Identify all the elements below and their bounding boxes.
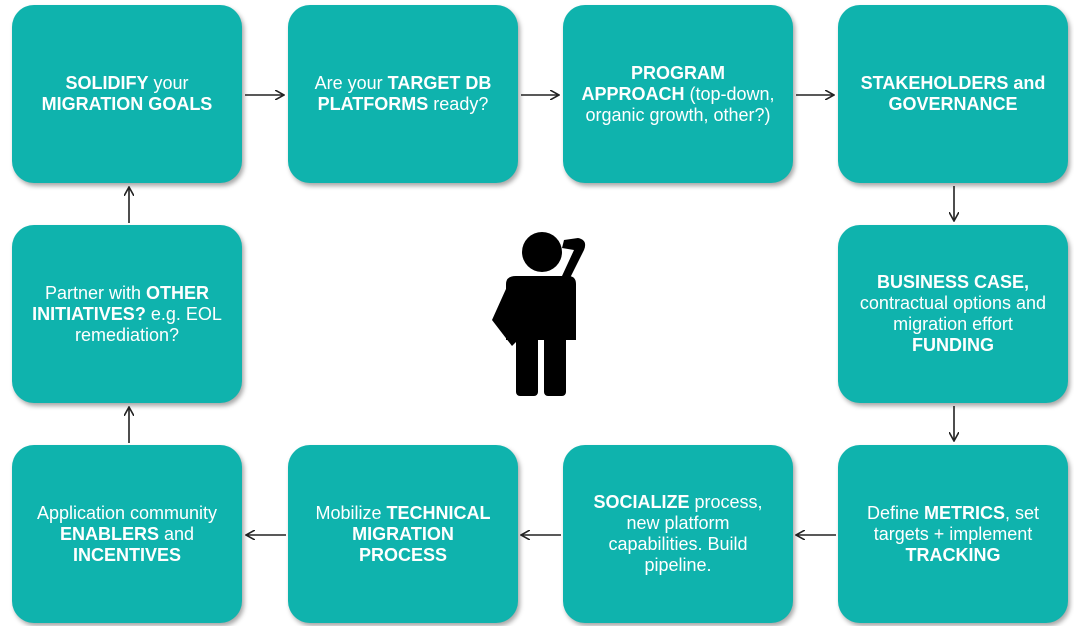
step-text-segment: PROGRAM APPROACH bbox=[581, 62, 725, 104]
step-text-segment: OTHER INITIATIVES? bbox=[32, 282, 210, 324]
step-text-segment: process, new platform capabilities. Buil… bbox=[608, 492, 763, 575]
step-text-segment: FUNDING bbox=[912, 335, 994, 355]
step-text-segment: SOCIALIZE bbox=[593, 492, 690, 512]
step-technical: Mobilize TECHNICAL MIGRATION PROCESS bbox=[288, 445, 518, 623]
step-text-segment: ENABLERS bbox=[59, 523, 159, 544]
step-technical-text: Mobilize TECHNICAL MIGRATION PROCESS bbox=[306, 503, 500, 566]
step-metrics: Define METRICS, set targets + implement … bbox=[838, 445, 1068, 623]
step-platforms: Are your TARGET DB PLATFORMS ready? bbox=[288, 5, 518, 183]
step-text-segment: Partner with bbox=[44, 282, 147, 303]
step-text-segment: e.g. EOL remediation? bbox=[74, 303, 222, 345]
step-text-segment: TECHNICAL MIGRATION PROCESS bbox=[352, 502, 491, 565]
step-text-segment: INCENTIVES bbox=[72, 544, 182, 565]
step-text-segment: BUSINESS CASE, bbox=[876, 272, 1030, 292]
step-text-segment: MIGRATION GOALS bbox=[41, 94, 213, 114]
step-text-segment: STAKEHOLDERS and GOVERNANCE bbox=[860, 73, 1046, 114]
step-text-segment: METRICS bbox=[924, 502, 1006, 523]
step-enablers: Application community ENABLERS and INCEN… bbox=[12, 445, 242, 623]
step-text-segment: contractual options and migration effort bbox=[859, 293, 1047, 334]
step-text-segment: TRACKING bbox=[905, 544, 1001, 565]
step-text-segment: (top-down, organic growth, other?) bbox=[585, 83, 775, 125]
step-socialize: SOCIALIZE process, new platform capabili… bbox=[563, 445, 793, 623]
step-text-segment: your bbox=[148, 73, 189, 93]
step-partner: Partner with OTHER INITIATIVES? e.g. EOL… bbox=[12, 225, 242, 403]
step-business-case: BUSINESS CASE, contractual options and m… bbox=[838, 225, 1068, 403]
thinking-person-icon bbox=[492, 232, 586, 396]
step-text-segment: Application community bbox=[36, 502, 218, 523]
step-text-segment: Mobilize bbox=[315, 502, 387, 523]
step-platforms-text: Are your TARGET DB PLATFORMS ready? bbox=[306, 73, 500, 115]
step-partner-text: Partner with OTHER INITIATIVES? e.g. EOL… bbox=[30, 283, 224, 346]
step-stakeholders-text: STAKEHOLDERS and GOVERNANCE bbox=[856, 73, 1050, 115]
step-stakeholders: STAKEHOLDERS and GOVERNANCE bbox=[838, 5, 1068, 183]
step-approach-text: PROGRAM APPROACH (top-down, organic grow… bbox=[581, 63, 775, 126]
step-text-segment: ready? bbox=[428, 94, 489, 114]
step-enablers-text: Application community ENABLERS and INCEN… bbox=[30, 503, 224, 566]
step-approach: PROGRAM APPROACH (top-down, organic grow… bbox=[563, 5, 793, 183]
step-business-case-text: BUSINESS CASE, contractual options and m… bbox=[856, 272, 1050, 356]
step-goals: SOLIDIFY your MIGRATION GOALS bbox=[12, 5, 242, 183]
step-socialize-text: SOCIALIZE process, new platform capabili… bbox=[581, 492, 775, 576]
step-text-segment: , set targets + implement bbox=[873, 502, 1040, 544]
step-text-segment: TARGET DB PLATFORMS bbox=[317, 73, 492, 114]
step-text-segment: and bbox=[158, 523, 195, 544]
step-goals-text: SOLIDIFY your MIGRATION GOALS bbox=[30, 73, 224, 115]
step-metrics-text: Define METRICS, set targets + implement … bbox=[856, 503, 1050, 566]
step-text-segment: Define bbox=[866, 502, 925, 523]
step-text-segment: Are your bbox=[314, 73, 388, 93]
step-text-segment: SOLIDIFY bbox=[65, 73, 149, 93]
